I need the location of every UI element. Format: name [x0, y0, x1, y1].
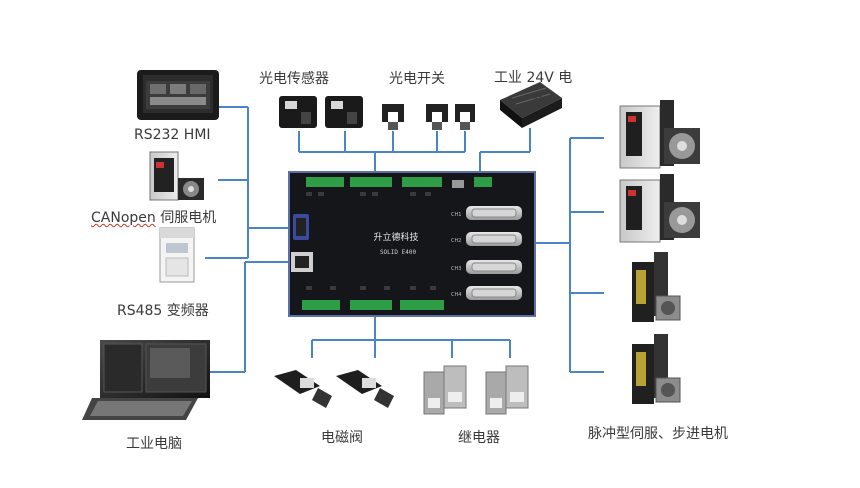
- label-power-supply-line2: 源: [529, 93, 543, 109]
- label-rs485-inverter: RS485 变频器: [117, 303, 209, 319]
- port-label-1: CH1: [451, 212, 461, 218]
- hmi-device: [137, 70, 219, 120]
- industrial-pc-device: [82, 340, 210, 420]
- controller-board: 升立德科技 SOLID E400 CH1 CH2 CH3 CH4: [288, 171, 536, 317]
- connection-lines: [205, 106, 604, 373]
- inverter-device: [159, 227, 195, 283]
- label-photo-switch: 光电开关: [389, 71, 445, 87]
- label-power-supply-line1: 工业 24V 电: [494, 70, 573, 86]
- port-label-4: CH4: [451, 292, 461, 298]
- label-canopen-servo: CANopen 伺服电机: [91, 207, 216, 227]
- stepper-drive-motor-1: [632, 252, 681, 322]
- canopen-servo-device: [149, 151, 204, 201]
- relay-device: [423, 365, 529, 415]
- port-label-2: CH2: [451, 238, 461, 244]
- label-canopen-device: 伺服电机: [155, 210, 217, 226]
- label-canopen-protocol: CANopen: [91, 210, 156, 226]
- servo-drive-motor-2: [619, 174, 700, 243]
- power-supply-device: [500, 82, 562, 128]
- label-industrial-pc: 工业电脑: [126, 436, 182, 452]
- label-pulse-motor: 脉冲型伺服、步进电机: [588, 426, 728, 442]
- servo-drive-motor-1: [619, 100, 700, 169]
- stepper-drive-motor-2: [632, 334, 681, 404]
- label-photo-sensor: 光电传感器: [259, 71, 329, 87]
- label-solenoid-valve: 电磁阀: [321, 430, 363, 446]
- port-label-3: CH3: [451, 266, 461, 272]
- db-connectors: [466, 206, 522, 300]
- label-hmi: RS232 HMI: [134, 127, 211, 143]
- label-relay: 继电器: [458, 430, 500, 446]
- solenoid-valve-device: [274, 370, 394, 408]
- controller-model: SOLID E400: [380, 249, 417, 256]
- controller-name: 升立德科技: [373, 231, 418, 243]
- photo-switch-device: [382, 104, 475, 130]
- photo-sensor-device: [279, 96, 363, 128]
